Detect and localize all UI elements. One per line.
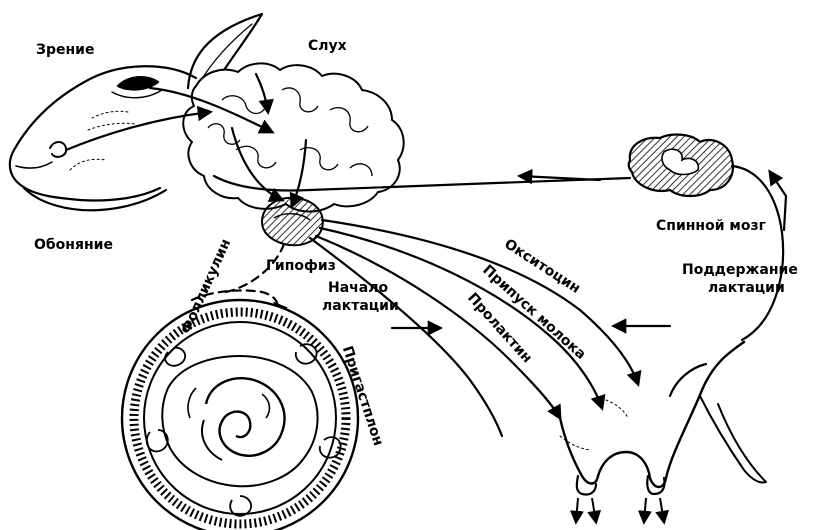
udder-to-spinal-nerve (732, 166, 783, 340)
label-spinal-cord: Спинной мозг (656, 218, 766, 234)
label-maintenance-line1: Поддержание (682, 262, 798, 278)
sheep-nostril (50, 142, 66, 157)
label-onset-line2: лактации (322, 298, 399, 314)
spinal-cord-section (629, 135, 733, 196)
label-maintenance-line2: лактации (708, 280, 785, 296)
label-smell: Обоняние (34, 237, 113, 253)
udder (560, 342, 766, 495)
milk-flow-arrows (576, 498, 664, 522)
brain-wool (183, 63, 403, 211)
label-pituitary: Гипофиз (266, 258, 336, 274)
label-vision: Зрение (36, 42, 94, 58)
uterus-fetus (122, 300, 358, 530)
sheep-face-outline (10, 66, 196, 200)
label-hearing: Слух (308, 38, 347, 54)
label-onset-line1: Начало (328, 280, 388, 296)
